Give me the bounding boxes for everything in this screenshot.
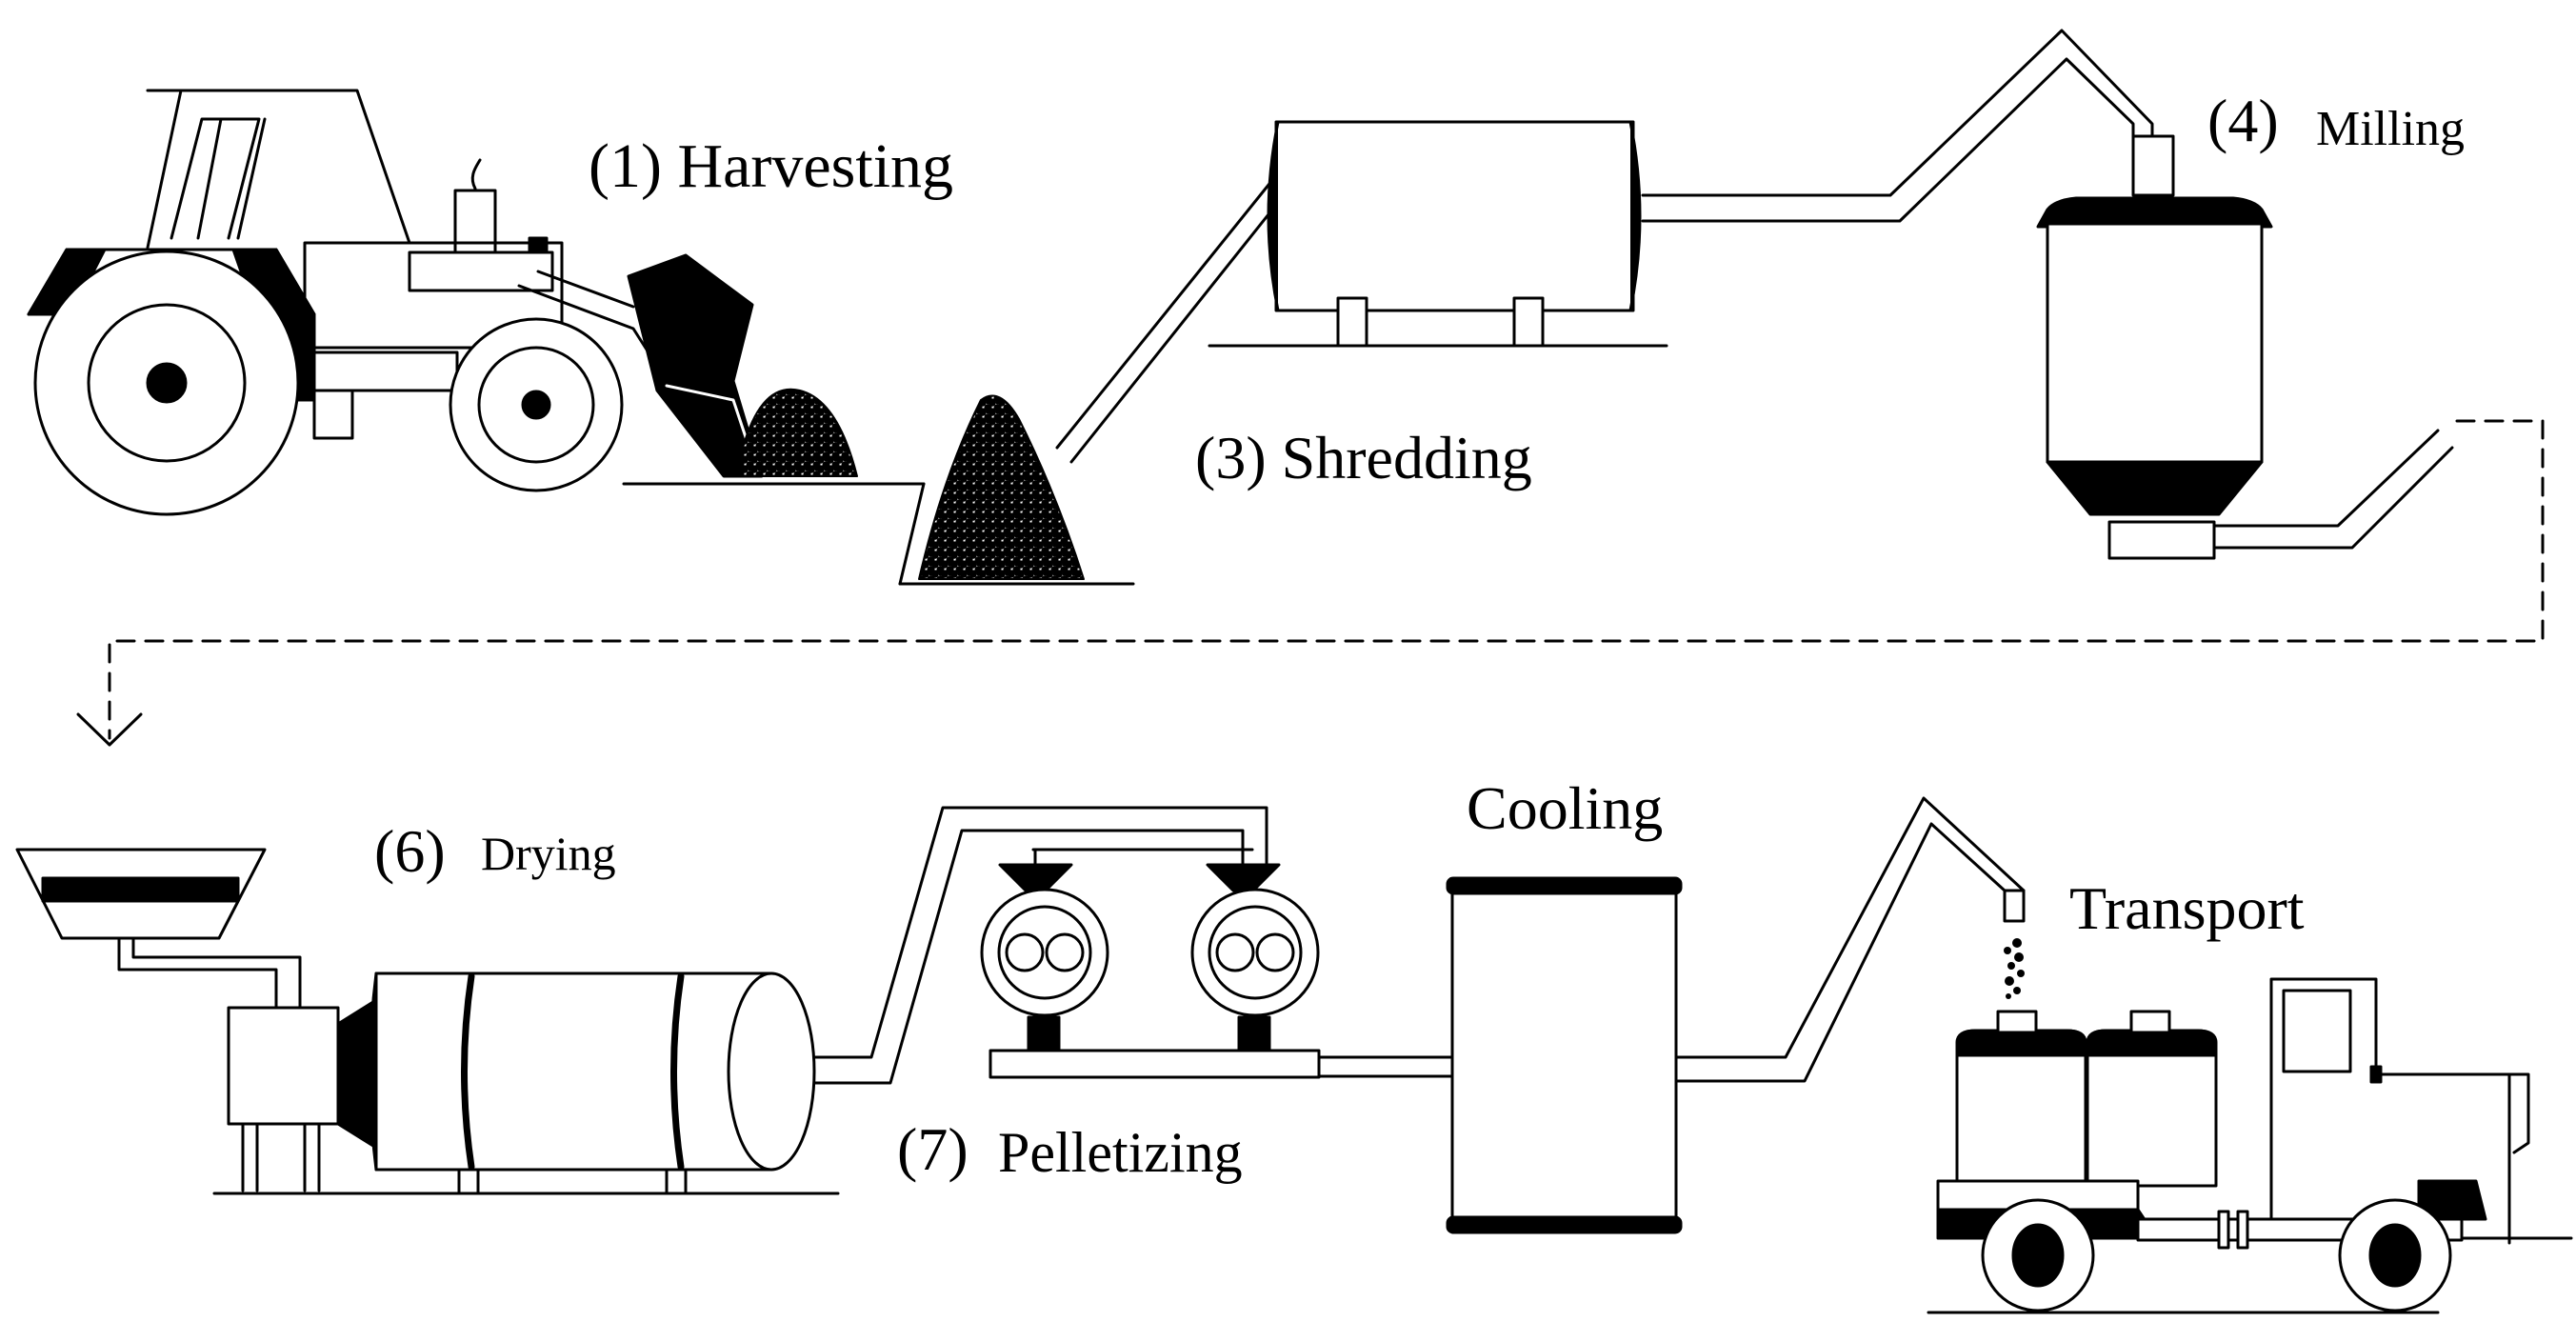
transfer-arrowhead-icon [76,712,143,747]
label-pelletizing: Pelletizing [998,1121,1243,1184]
label-harvesting: (1) Harvesting [589,131,953,201]
tractor-loader-icon [27,89,926,516]
rotary-dryer-icon [15,806,1268,1195]
cooler-icon [1446,796,2026,1234]
label-cooling: Cooling [1467,774,1663,842]
label-milling: Milling [2316,102,2465,156]
label-drying-number: (6) [374,817,446,885]
shredder-icon [1055,29,2154,464]
pellet-mill-icon [980,848,1459,1079]
label-pelletizing-number: (7) [897,1115,968,1183]
label-transport: Transport [2069,874,2305,942]
label-drying: Drying [481,827,616,880]
label-shredding: (3) Shredding [1195,424,1532,491]
biomass-pile-icon [898,394,1135,586]
label-milling-number: (4) [2207,87,2279,154]
transfer-dashed-line [108,419,2545,740]
falling-pellets-icon [2004,938,2025,999]
hammer-mill-icon [2036,134,2454,560]
transport-truck-icon [1927,977,2573,1314]
